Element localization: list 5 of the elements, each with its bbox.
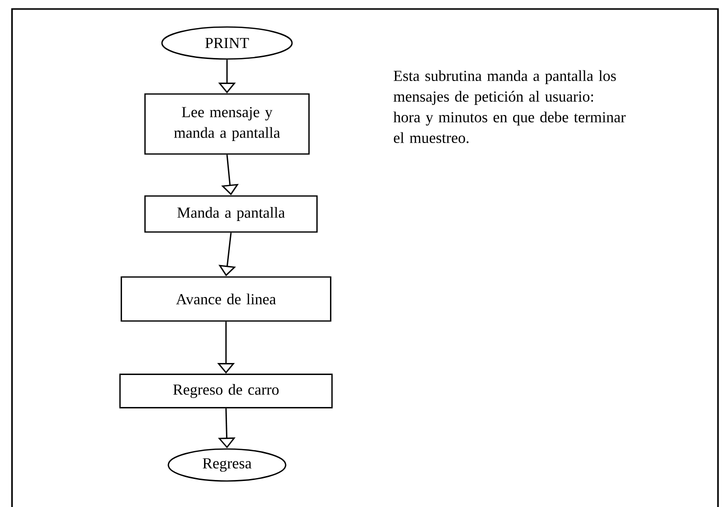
process-box: Manda a pantalla xyxy=(144,195,318,233)
process-box: Regreso de carro xyxy=(119,374,333,408)
process-box: Lee mensaje y manda a pantalla xyxy=(144,93,310,155)
note-text: Esta subrutina manda a pantalla los mensajes de petición al usuario: hora y minutos en que debe terminar el muestreo. xyxy=(393,70,626,144)
process-box: Avance de linea xyxy=(120,276,332,322)
